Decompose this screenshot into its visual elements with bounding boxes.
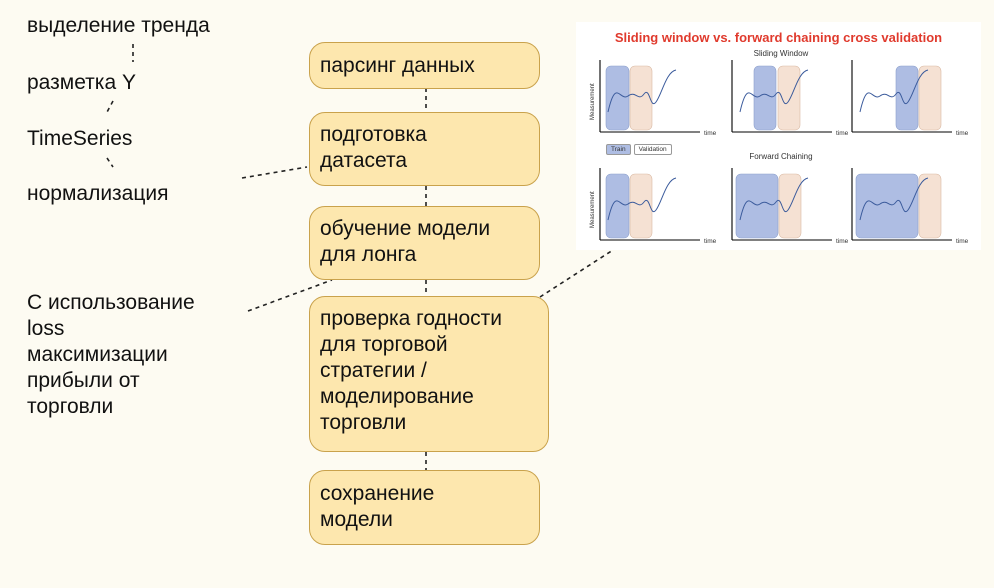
y-axis-label: Measurement <box>590 83 596 120</box>
validation-window <box>629 173 653 239</box>
legend-validation: Validation <box>633 144 672 155</box>
step-label: проверка годности для торговой стратегии… <box>320 307 502 434</box>
note-loss: С использование loss максимизации прибыл… <box>27 291 195 418</box>
note-label-y: разметка Y <box>27 71 136 94</box>
y-axis-label: Measurement <box>590 191 596 228</box>
train-window <box>855 173 919 239</box>
x-axis-label: time <box>836 238 849 245</box>
legend-train: Train <box>606 144 631 155</box>
series-curve <box>607 69 677 113</box>
x-axis-label: time <box>836 130 849 137</box>
x-axis-label: time <box>956 130 969 137</box>
x-axis-label: time <box>704 130 717 137</box>
train-window <box>753 65 777 131</box>
validation-window <box>629 65 653 131</box>
step-dataset: подготовка датасета <box>309 112 540 186</box>
train-window <box>605 65 630 131</box>
step-label: сохранение модели <box>320 482 435 531</box>
note-timeseries: TimeSeries <box>27 127 133 150</box>
x-axis-label: time <box>956 238 969 245</box>
step-parsing: парсинг данных <box>309 42 540 89</box>
step-validation: проверка годности для торговой стратегии… <box>309 296 549 452</box>
note-normalization: нормализация <box>27 182 169 205</box>
step-label: парсинг данных <box>320 54 475 77</box>
sliding-window-label: Sliding Window <box>753 49 809 58</box>
train-window <box>735 173 779 239</box>
series-curve <box>739 177 809 221</box>
x-axis-label: time <box>704 238 717 245</box>
step-save: сохранение модели <box>309 470 540 545</box>
step-label: обучение модели для лонга <box>320 217 491 266</box>
series-curve <box>859 69 929 113</box>
series-curve <box>739 69 809 113</box>
series-curve <box>859 177 929 221</box>
forward-chaining-label: Forward Chaining <box>749 152 813 161</box>
note-trend: выделение тренда <box>27 14 210 37</box>
validation-window <box>918 173 942 239</box>
series-curve <box>607 177 677 221</box>
figure-title: Sliding window vs. forward chaining cros… <box>614 30 943 45</box>
validation-window <box>918 65 942 131</box>
step-label: подготовка датасета <box>320 123 427 172</box>
cross-validation-figure: Sliding window vs. forward chaining cros… <box>576 22 981 250</box>
validation-window <box>777 65 801 131</box>
train-window <box>605 173 630 239</box>
step-training: обучение модели для лонга <box>309 206 540 280</box>
train-window <box>895 65 919 131</box>
